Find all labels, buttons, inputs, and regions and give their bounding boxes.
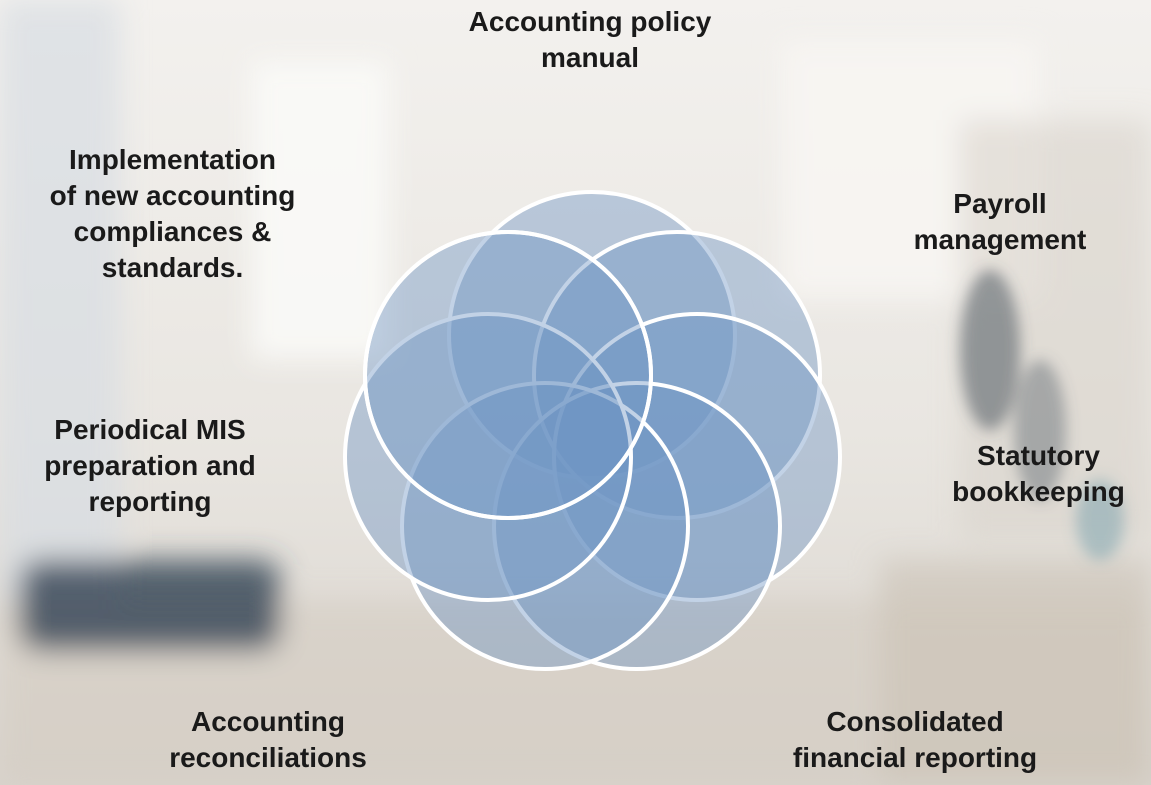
circle-mis (343, 312, 633, 602)
circle-accounting-policy (447, 190, 737, 480)
label-implementation-new-standards: Implementation of new accounting complia… (49, 144, 296, 283)
label-statutory-bookkeeping: Statutory bookkeeping (952, 440, 1125, 507)
circle-payroll (532, 230, 822, 520)
label-periodical-mis-reporting: Periodical MIS preparation and reporting (44, 414, 256, 517)
circle-group (343, 190, 842, 671)
label-accounting-policy-manual: Accounting policy manual (468, 6, 712, 73)
label-consolidated-financial-reporting: Consolidated financial reporting (792, 706, 1038, 773)
label-payroll-management: Payroll management (913, 188, 1087, 255)
circle-consolidated (492, 381, 782, 671)
circle-statutory (552, 312, 842, 602)
label-accounting-reconciliations: Accounting reconciliations (169, 706, 367, 773)
circle-outline-overlay (363, 230, 653, 520)
